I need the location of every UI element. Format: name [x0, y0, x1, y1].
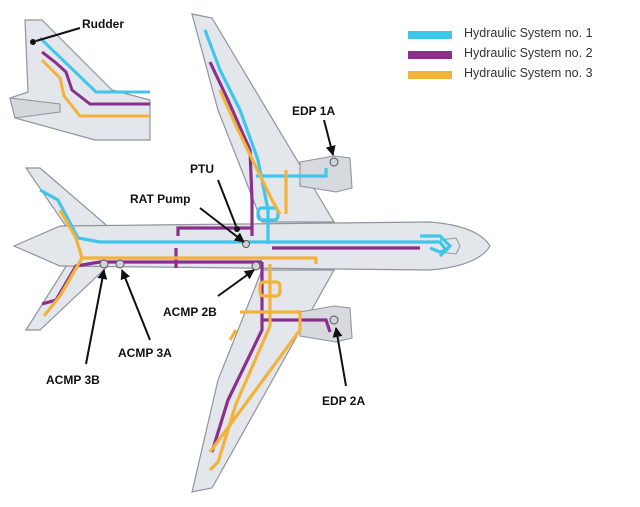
legend-swatch-system3: [408, 71, 452, 79]
acmp3a-pump-icon: [115, 259, 125, 269]
rudder-point-marker: [30, 39, 36, 45]
label-acmp3a: ACMP 3A: [118, 346, 172, 360]
ptu-icon: [234, 226, 240, 232]
inset-line-system3: [40, 58, 150, 118]
label-acmp3b: ACMP 3B: [46, 373, 100, 387]
label-rudder: Rudder: [82, 17, 124, 31]
edp1a-arrow: [323, 119, 336, 156]
label-edp1a: EDP 1A: [292, 104, 336, 118]
inset-line-system1: [38, 36, 150, 94]
label-acmp2b: ACMP 2B: [163, 305, 217, 319]
acmp3b-pump-icon: [99, 259, 109, 269]
acmp3b-arrow: [85, 269, 108, 365]
legend-label-system3: Hydraulic System no. 3: [464, 66, 593, 80]
legend-swatch-system2: [408, 51, 452, 59]
inset-line-system2: [41, 50, 150, 106]
edp2a-pump-icon: [329, 315, 339, 325]
acmp2b-arrow: [217, 269, 255, 297]
cockpit-windows: [439, 237, 461, 255]
label-edp2a: EDP 2A: [322, 394, 366, 408]
legend-label-system1: Hydraulic System no. 1: [464, 26, 593, 40]
system3-lines: [42, 89, 318, 472]
system1-lines: [39, 29, 453, 258]
edp1a-pump-icon: [329, 157, 339, 167]
edp2a-arrow: [332, 327, 347, 387]
rudder-arrow: [35, 27, 81, 42]
inset-vertical-fin: [9, 19, 151, 141]
label-ptu: PTU: [190, 162, 214, 176]
ptu-arrow: [217, 179, 237, 227]
callout-arrows: [35, 27, 347, 387]
inset-horizontal-stab: [9, 97, 61, 119]
acmp3a-arrow: [120, 269, 151, 341]
rat-pump-arrow: [199, 207, 245, 243]
legend-swatch-system1: [408, 31, 452, 39]
system2-lines: [41, 61, 420, 453]
acmp2b-pump-icon: [251, 261, 261, 271]
legend-label-system2: Hydraulic System no. 2: [464, 46, 593, 60]
label-rat-pump: RAT Pump: [130, 192, 191, 206]
rudder-inset: [9, 19, 151, 141]
upper-wing: [191, 13, 336, 223]
